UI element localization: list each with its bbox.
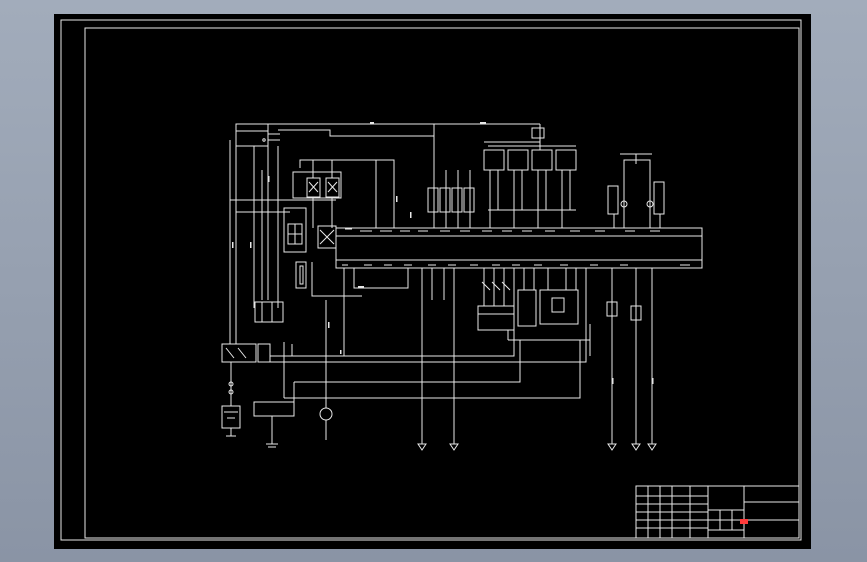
return-line-4	[284, 340, 581, 399]
relay-loop	[299, 159, 395, 228]
title-block-red-mark	[740, 519, 748, 524]
ecu-connector-bar	[335, 227, 703, 269]
inner-frame	[84, 27, 800, 539]
relay-pair-frame	[292, 171, 342, 199]
loop-feedback	[353, 268, 409, 289]
starter-relay	[221, 343, 257, 363]
relay-group-lower	[481, 268, 591, 356]
main-relay	[235, 123, 269, 147]
relay-lower-left	[254, 301, 284, 323]
motor-symbol	[319, 407, 333, 421]
starter-box	[253, 401, 295, 417]
sensor-group-top	[427, 170, 475, 228]
right-drops	[606, 268, 657, 451]
wire-number-marks	[232, 122, 654, 384]
return-line-3	[294, 340, 521, 383]
top-bus-1	[267, 123, 540, 128]
return-line-1	[270, 268, 515, 357]
sensor-block	[317, 225, 337, 249]
fuse-box	[283, 207, 307, 253]
right-top-sensor	[607, 153, 665, 228]
ecu-top-pin-ticks	[345, 228, 660, 232]
top-bus-2	[278, 129, 434, 137]
battery	[221, 405, 241, 429]
outer-frame	[60, 19, 802, 541]
cad-viewport[interactable]	[54, 14, 811, 549]
injector-group	[483, 124, 577, 228]
ignition-switch	[228, 381, 234, 387]
return-line-2	[258, 268, 587, 363]
title-block	[635, 485, 800, 539]
wiring-diagram	[60, 19, 802, 541]
air-flow-meter	[477, 305, 515, 331]
